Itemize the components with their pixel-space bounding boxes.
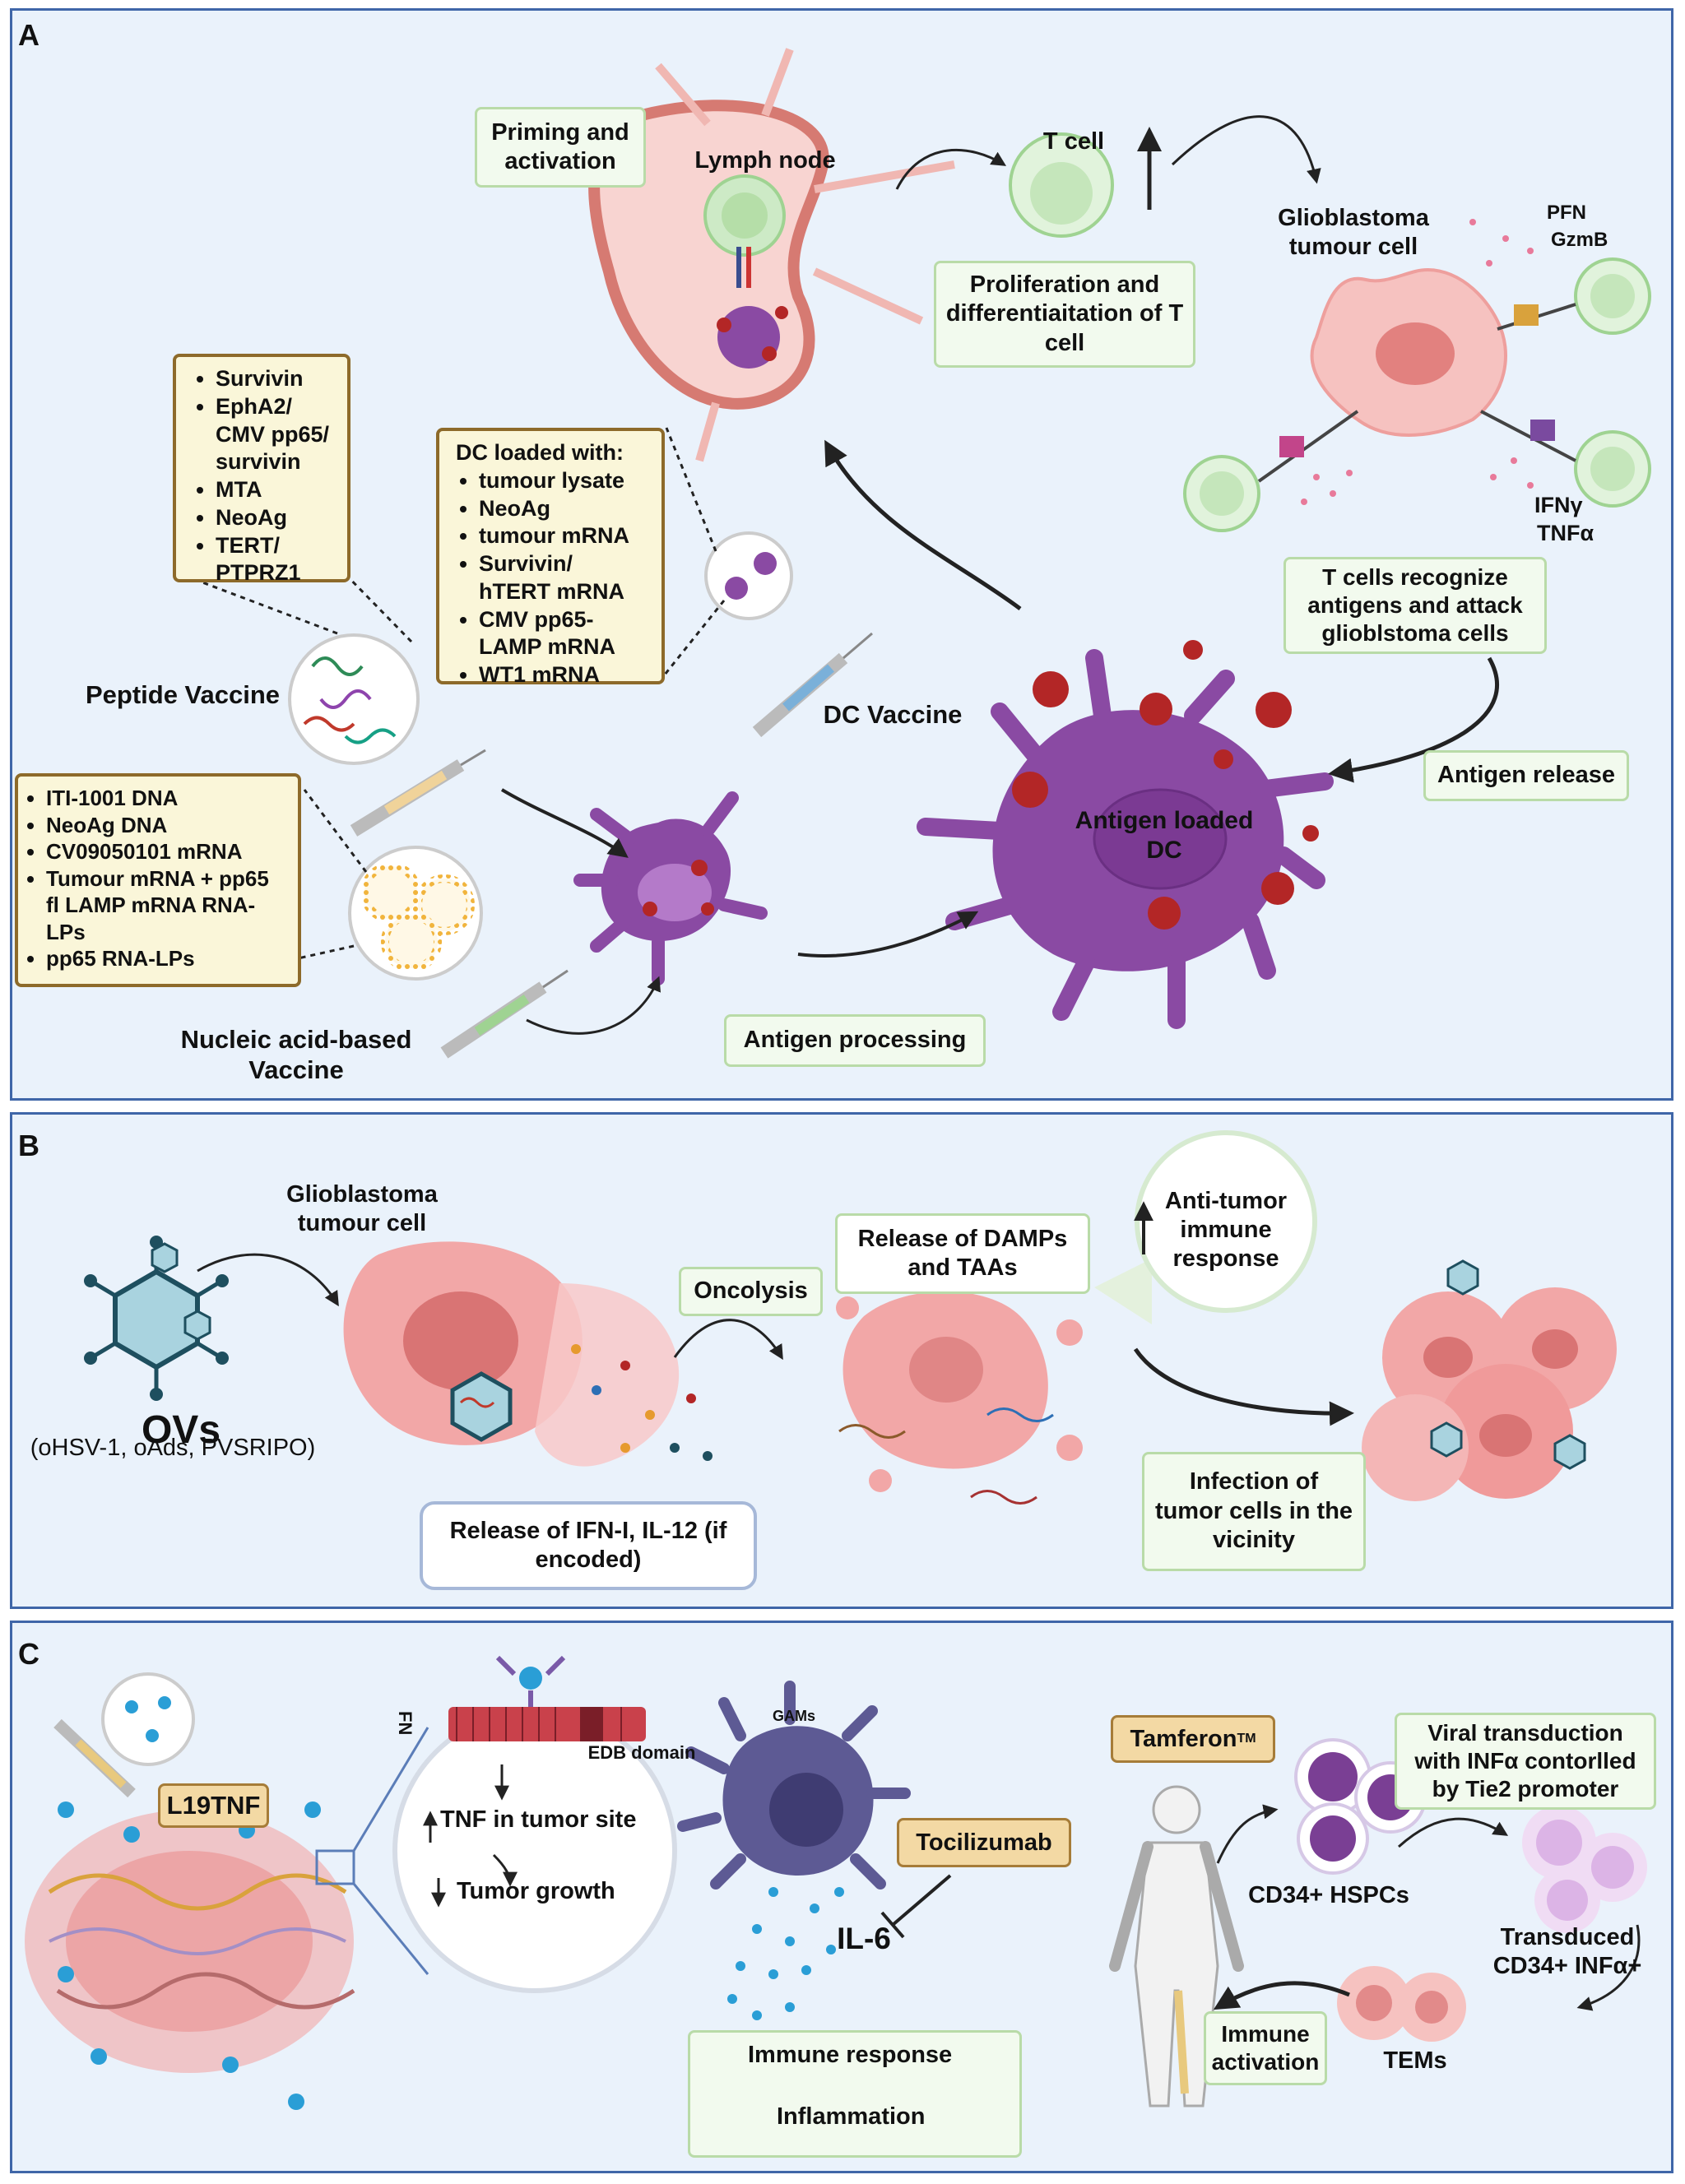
glioblastoma-cell-icon-b	[343, 1241, 713, 1467]
t-cell-icon	[1009, 127, 1162, 238]
peptide-list-item: EphA2/ CMV pp65/ survivin	[216, 393, 336, 476]
anti-tumor-bubble	[1135, 1130, 1317, 1313]
l19tnf-tag: L19TNF	[158, 1783, 269, 1828]
dc-loaded-title: DC loaded with:	[456, 440, 624, 465]
dc-loaded-list-item: NeoAg	[479, 495, 650, 523]
nucleic-list-item: Tumour mRNA + pp65 fl LAMP mRNA RNA-LPs	[46, 865, 286, 946]
lymph-node-label: Lymph node	[694, 147, 836, 174]
peptide-list: SurvivinEphA2/ CMV pp65/ survivinMTANeoA…	[188, 365, 336, 587]
l19tnf-tumor-icon	[25, 1672, 355, 2110]
t-cells-recognize-box: T cells recognize antigens and attack gl…	[1283, 557, 1547, 654]
gams-label: GAMs	[772, 1708, 815, 1724]
tnf-site-label: TNF in tumor site	[440, 1806, 637, 1833]
glioblastoma-label-a: Glioblastoma tumour cell	[1278, 205, 1429, 260]
dc-loaded-list-item: Survivin/ hTERT mRNA	[479, 550, 650, 606]
viral-transduction-box: Viral transduction with INFα contorlled …	[1395, 1713, 1656, 1810]
hspcs-label: CD34+ HSPCs	[1248, 1882, 1409, 1908]
oncolysis-box: Oncolysis	[679, 1267, 823, 1316]
antigen-release-box: Antigen release	[1423, 750, 1629, 801]
ovs-label: OVs	[141, 1408, 221, 1452]
transduced-label: Transduced CD34+ INFα+	[1492, 1924, 1642, 1979]
release-ifn-box: Release of IFN-I, IL-12 (if encoded)	[420, 1501, 757, 1590]
dendritic-cell-icon-small	[573, 791, 768, 985]
glioblastoma-label-b: Glioblastoma tumour cell	[286, 1181, 438, 1236]
dc-vaccine-icon	[704, 531, 873, 738]
peptide-vaccine-label: Peptide Vaccine	[85, 680, 281, 709]
antigen-processing-box: Antigen processing	[724, 1014, 986, 1067]
pfn-label: PFN	[1547, 202, 1586, 224]
tem-cells-icon	[1337, 1966, 1466, 2042]
lysed-cell-icon	[836, 1291, 1083, 1505]
peptide-list-item: NeoAg	[216, 504, 336, 532]
nucleic-list-item: NeoAg DNA	[46, 812, 286, 839]
peptide-list-item: TERT/ PTPRZ1	[216, 532, 336, 588]
tems-label: TEMs	[1383, 2047, 1447, 2074]
peptide-list-box: SurvivinEphA2/ CMV pp65/ survivinMTANeoA…	[173, 354, 350, 585]
nucleic-vaccine-label: Nucleic acid-based Vaccine	[180, 1025, 412, 1085]
nucleic-list-item: ITI-1001 DNA	[46, 785, 286, 812]
gam-cell-icon	[677, 1681, 911, 2020]
tocilizumab-tag: Tocilizumab	[897, 1818, 1071, 1867]
human-figure-icon	[1109, 1785, 1244, 2107]
dc-loaded-box: DC loaded with: tumour lysateNeoAgtumour…	[436, 428, 665, 687]
dc-loaded-list: tumour lysateNeoAgtumour mRNASurvivin/ h…	[451, 467, 650, 689]
anti-tumor-label: Anti-tumor immune response	[1164, 1188, 1288, 1272]
peptide-list-item: MTA	[216, 476, 336, 504]
ifng-label: IFNγ	[1534, 493, 1583, 517]
nucleic-list-item: pp65 RNA-LPs	[46, 945, 286, 972]
transduced-cells-icon	[1522, 1806, 1647, 1933]
immune-activation-box: Immune activation	[1204, 2011, 1327, 2085]
immune-inflammation-box: Immune response Inflammation	[688, 2030, 1022, 2158]
oncolytic-virus-icon	[84, 1236, 229, 1401]
dc-loaded-list-item: CMV pp65-LAMP mRNA	[479, 606, 650, 662]
panel-c-letter: C	[18, 1637, 39, 1671]
peptide-vaccine-icon	[288, 633, 486, 837]
dc-loaded-list-item: tumour mRNA	[479, 522, 650, 550]
il6-label: IL-6	[837, 1922, 891, 1955]
gzmb-label: GzmB	[1551, 229, 1608, 251]
ovs-types-label: (oHSV-1, oAds, PVSRIPO)	[30, 1435, 316, 1461]
dc-vaccine-label: DC Vaccine	[823, 700, 963, 729]
inflammation-label: Inflammation	[777, 2103, 926, 2130]
nucleic-list: ITI-1001 DNANeoAg DNACV09050101 mRNATumo…	[30, 785, 286, 972]
tnfa-label: TNFα	[1537, 521, 1594, 545]
tamferon-tm: TM	[1237, 1732, 1256, 1746]
infection-box: Infection of tumor cells in the vicinity	[1142, 1452, 1366, 1571]
tamferon-label: Tamferon	[1130, 1725, 1237, 1752]
fn-edb-icon	[448, 1655, 646, 1741]
lymph-node-icon	[588, 48, 955, 462]
panel-a-letter: A	[18, 18, 39, 52]
proliferation-box: Proliferation and differentiaitation of …	[934, 261, 1195, 368]
dendritic-cell-icon-large	[917, 640, 1334, 1029]
antigen-loaded-dc-label: Antigen loaded DC	[1075, 807, 1254, 864]
glioblastoma-cell-icon-a	[1183, 219, 1651, 532]
t-cell-label: T cell	[1042, 128, 1105, 155]
priming-activation-box: Priming and activation	[475, 107, 646, 188]
dc-loaded-list-item: WT1 mRNA	[479, 661, 650, 689]
peptide-list-item: Survivin	[216, 365, 336, 393]
fn-label: FN	[395, 1711, 415, 1736]
nucleic-list-item: CV09050101 mRNA	[46, 838, 286, 865]
nucleic-list-box: ITI-1001 DNANeoAg DNACV09050101 mRNATumo…	[15, 773, 301, 987]
tumor-growth-label: Tumor growth	[457, 1878, 615, 1904]
panel-b-letter: B	[18, 1129, 39, 1162]
nucleic-vaccine-icon	[348, 846, 569, 1059]
release-damps-box: Release of DAMPs and TAAs	[835, 1213, 1090, 1294]
hspc-cells-icon	[1294, 1738, 1427, 1875]
infected-tumor-cluster-icon	[1362, 1259, 1617, 1501]
edb-domain-label: EDB domain	[587, 1742, 696, 1763]
immune-response-label: Immune response	[748, 2042, 953, 2068]
dc-loaded-list-item: tumour lysate	[479, 467, 650, 495]
